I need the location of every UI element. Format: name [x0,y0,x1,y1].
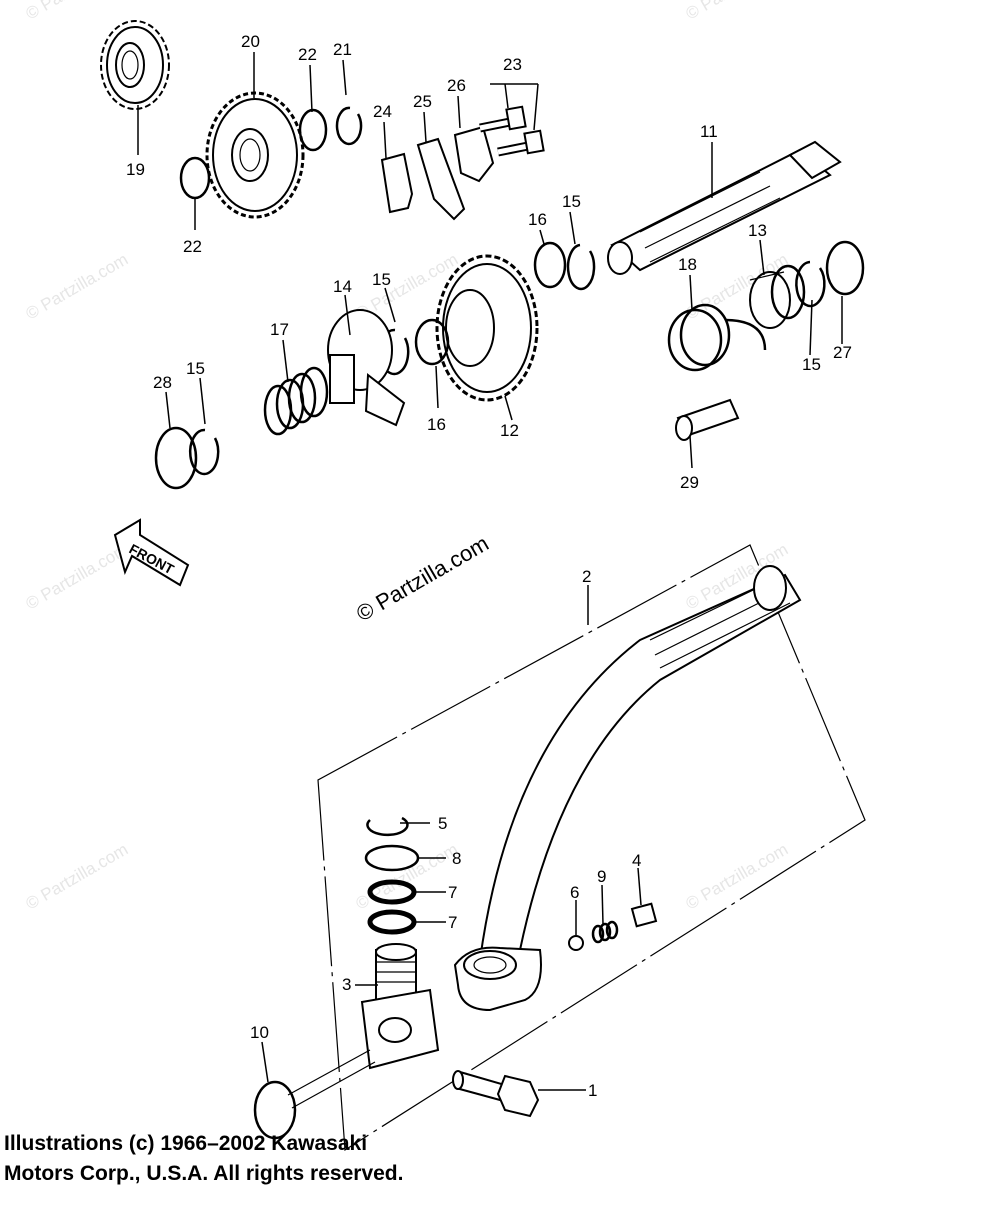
part-28-washer [154,426,198,490]
callout-15: 15 [802,355,821,374]
part-15-circlip [566,243,596,291]
part-12-gear [435,254,539,402]
callout-17: 17 [270,320,289,339]
leader-lines [137,52,843,1091]
part-25-plate [416,137,466,221]
callout-8: 8 [452,849,461,868]
callout-28: 28 [153,373,172,392]
callout-23: 23 [503,55,522,74]
callout-14: 14 [333,277,352,296]
callout-25: 25 [413,92,432,111]
callout-6: 6 [570,883,579,902]
callout-22: 22 [298,45,317,64]
part-13-collar [749,264,806,329]
copyright-line-1: Illustrations (c) 1966–2002 Kawasaki [4,1132,368,1155]
callout-10: 10 [250,1023,269,1042]
callout-5: 5 [438,814,447,833]
callout-21: 21 [333,40,352,59]
part-14-ratchet [327,309,406,427]
callout-24: 24 [373,102,392,121]
part-23-bolts [479,105,545,157]
part-5-circlip [366,816,409,837]
part-10-washer [253,1080,297,1140]
part-11-shaft [607,140,842,275]
partzilla-watermark: © Partzilla.com [352,531,493,627]
callout-4: 4 [632,851,641,870]
callout-7: 7 [448,913,457,932]
callout-9: 9 [597,867,606,886]
callout-3: 3 [342,975,351,994]
part-15-circlip [188,428,220,476]
part-2-kick-arm [453,565,802,1012]
watermark-text: © Partzilla.com [23,250,132,324]
part-22-washer [298,108,328,152]
part-17-spring [263,366,329,436]
part-8-washer [364,844,420,872]
callout-1: 1 [588,1081,597,1100]
watermark-text: © Partzilla.com [23,540,132,614]
callout-13: 13 [748,221,767,240]
callout-15: 15 [186,359,205,378]
callout-15: 15 [562,192,581,211]
part-19-gear [100,20,170,110]
part-15-circlip [795,260,826,308]
callout-22: 22 [183,237,202,256]
part-16-washer [533,241,567,289]
part-27-washer [825,240,865,296]
callout-29: 29 [680,473,699,492]
part-3-kick-shaft [360,943,440,1070]
callout-27: 27 [833,343,852,362]
callout-12: 12 [500,421,519,440]
watermark-text: © Partzilla.com [353,840,462,914]
part-21-circlip [335,106,363,146]
part-9-spring [591,920,619,944]
part-6-ball [568,935,584,951]
part-16-washer [414,318,450,366]
part-22-washer [179,156,211,200]
part-20-gear [205,91,305,219]
assembly-frame [317,544,866,1152]
part-24-plate [380,152,414,214]
callout-2: 2 [582,567,591,586]
watermark-text: © Partzilla.com [683,0,792,23]
callout-16: 16 [528,210,547,229]
watermark-text: © Partzilla.com [23,0,132,23]
callout-18: 18 [678,255,697,274]
watermark-text: © Partzilla.com [23,840,132,914]
callout-16: 16 [427,415,446,434]
callout-15: 15 [372,270,391,289]
copyright-line-2: Motors Corp., U.S.A. All rights reserved… [4,1162,404,1185]
part-18-spring [667,303,767,372]
callout-labels: 20 22 21 23 26 25 24 11 19 15 16 13 22 1… [126,32,852,1100]
callout-19: 19 [126,160,145,179]
callout-11: 11 [700,122,718,141]
callout-7: 7 [448,883,457,902]
callout-20: 20 [241,32,260,51]
callout-26: 26 [447,76,466,95]
part-1-bolt [452,1070,540,1118]
front-direction-arrow: FRONT [113,518,190,587]
part-26-plate [453,125,495,183]
part-7-o-ring [367,909,417,935]
part-29-pin [675,398,740,441]
part-4-plug [630,902,658,928]
